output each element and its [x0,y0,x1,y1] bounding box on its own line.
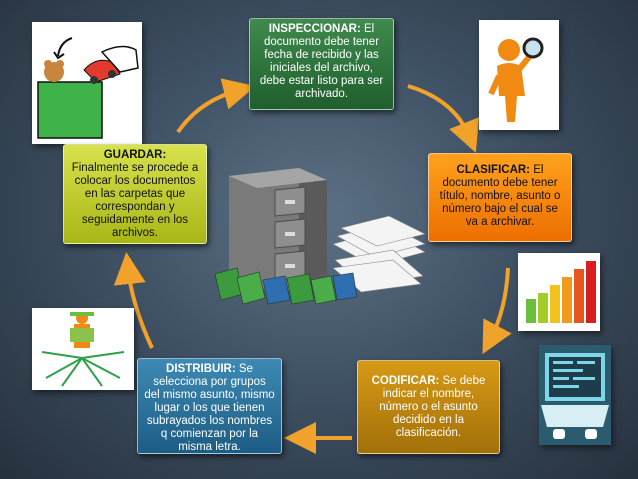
step-codificar: CODIFICAR: Se debe indicar el nombre, nú… [357,360,500,454]
step-clasificar-text: El documento debe tener título, nombre, … [439,164,561,228]
arrow-inspeccionar-to-clasificar [407,84,479,153]
step-inspeccionar-text: El documento debe tener fecha de recibid… [259,23,384,100]
step-distribuir-title: DISTRIBUIR: [166,363,236,375]
step-codificar-text: Se debe indicar el nombre, número o el a… [379,375,486,439]
hand-placing-toys-in-box-icon [32,22,142,144]
step-inspeccionar-title: INSPECCIONAR: [268,23,361,35]
arrow-guardar-to-inspeccionar [176,78,256,134]
step-inspeccionar: INSPECCIONAR: El documento debe tener fe… [249,18,394,110]
arrow-clasificar-to-codificar [482,267,512,355]
step-guardar-title: GUARDAR: [103,149,167,161]
laptop-code-icon [539,345,611,445]
arrow-distribuir-to-guardar [113,252,154,349]
filing-cabinet-with-papers-icon [215,168,426,305]
color-bar-chart-icon [518,253,600,331]
step-clasificar-title: CLASIFICAR: [456,164,531,176]
step-codificar-title: CODIFICAR: [371,375,440,387]
step-guardar: GUARDAR: Finalmente se procede a colocar… [63,144,207,244]
step-guardar-text: Finalmente se procede a colocar los docu… [71,162,199,239]
step-clasificar: CLASIFICAR: El documento debe tener títu… [428,153,572,242]
step-distribuir-text: Se selecciona por grupos del mismo asunt… [144,363,275,453]
person-with-stacks-icon [32,308,134,390]
step-distribuir: DISTRIBUIR: Se selecciona por grupos del… [137,358,282,454]
person-with-magnifier-icon [479,20,559,130]
